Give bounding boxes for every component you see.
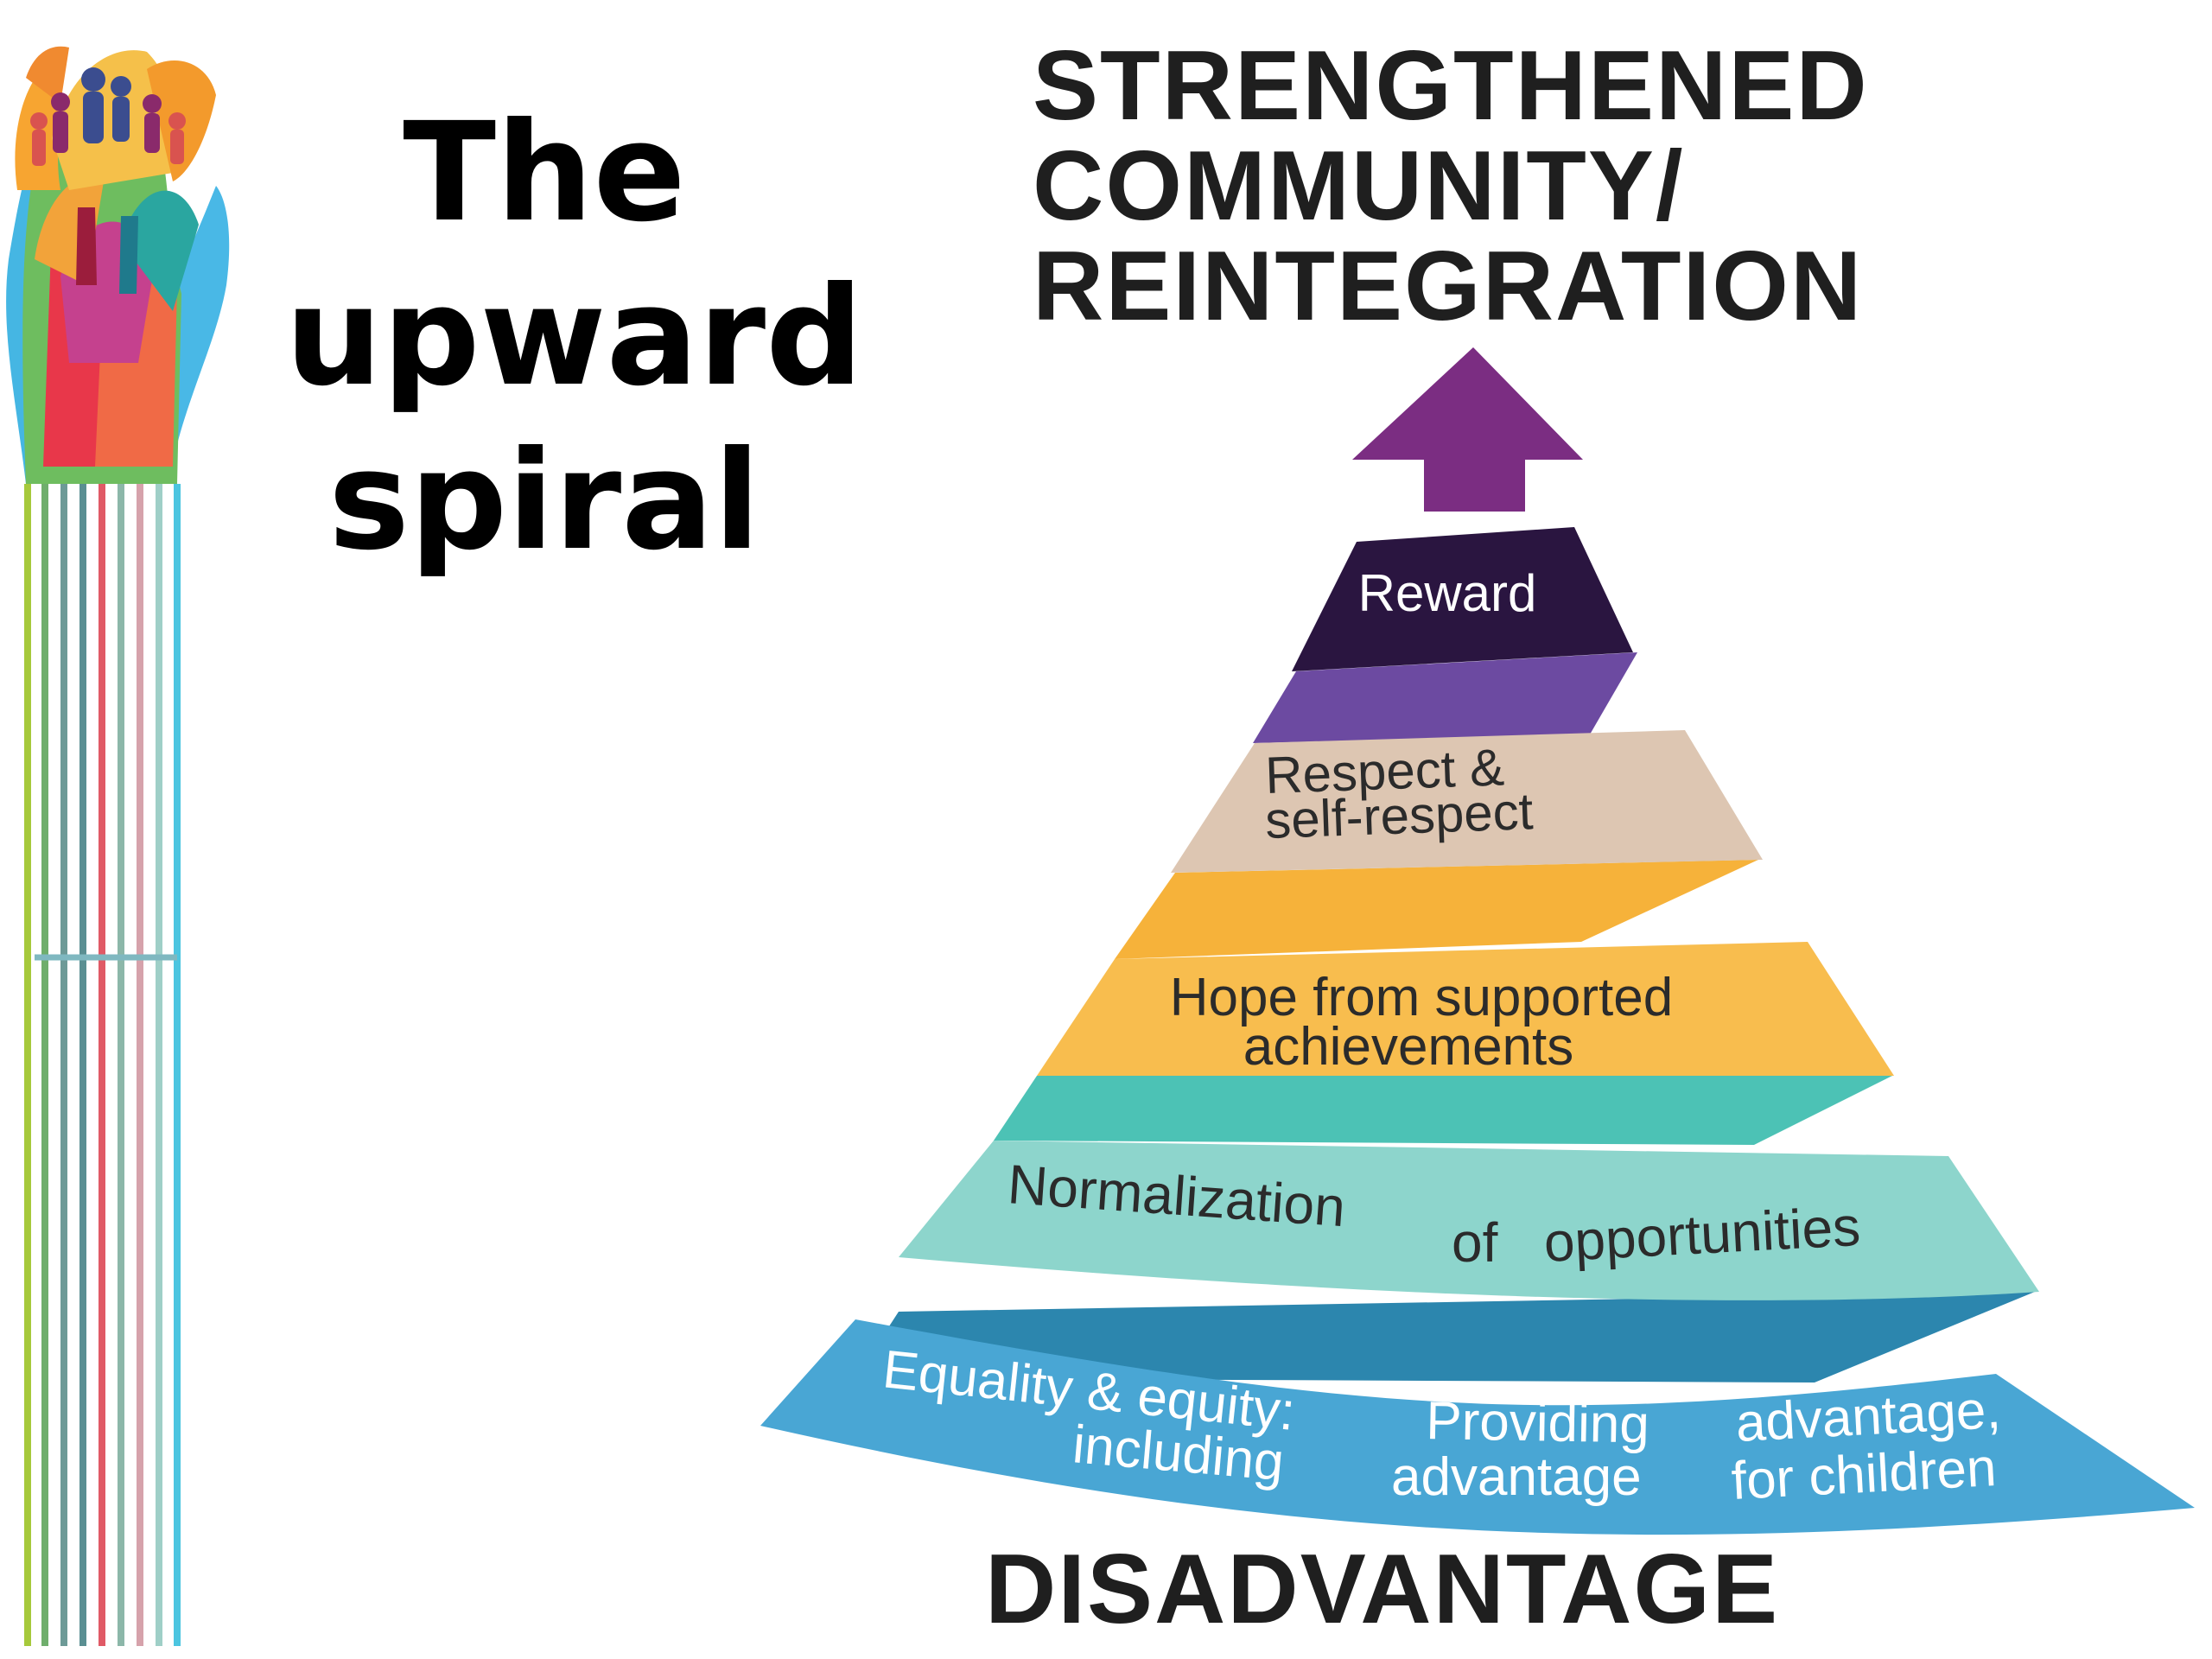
fold-hope-normalization <box>994 1076 1892 1145</box>
band-equality <box>760 1319 2195 1535</box>
diagram-title: The upward spiral <box>285 91 863 583</box>
band-respect <box>1171 730 1763 873</box>
bottom-heading: DISADVANTAGE <box>985 1535 1780 1644</box>
level-equality-col3-line1: advantage, <box>1734 1380 2002 1453</box>
title-line: upward <box>285 257 864 416</box>
top-heading-line: COMMUNITY/ <box>1033 131 1685 241</box>
fold-normalization-equality <box>855 1292 2035 1382</box>
up-arrow-icon <box>1352 347 1583 512</box>
band-reward <box>1292 527 1633 671</box>
level-respect-line2: self-respect <box>1264 782 1535 849</box>
level-reward-label: Reward <box>1358 564 1537 622</box>
top-heading: STRENGTHENED COMMUNITY/ REINTEGRATION <box>1033 36 1869 337</box>
level-equality-col3-line2: for children <box>1730 1438 1998 1511</box>
level-equality-col2-line1: Providing <box>1426 1391 1650 1455</box>
title-line: spiral <box>328 422 760 581</box>
level-hope-line1: Hope from supported <box>1170 968 1673 1027</box>
fold-respect-hope <box>1115 860 1758 959</box>
fold-reward-respect <box>1253 652 1637 743</box>
level-respect-line1: Respect & <box>1264 738 1505 804</box>
band-hope <box>1037 942 1894 1076</box>
level-normalization-word2: of <box>1452 1211 1498 1274</box>
top-heading-line: REINTEGRATION <box>1033 232 1864 341</box>
band-normalization <box>899 1141 2039 1300</box>
level-hope-line2: achievements <box>1243 1017 1574 1077</box>
title-line: The <box>403 93 686 252</box>
level-equality-col2-line2: advantage <box>1391 1447 1642 1507</box>
top-heading-line: STRENGTHENED <box>1033 31 1869 141</box>
